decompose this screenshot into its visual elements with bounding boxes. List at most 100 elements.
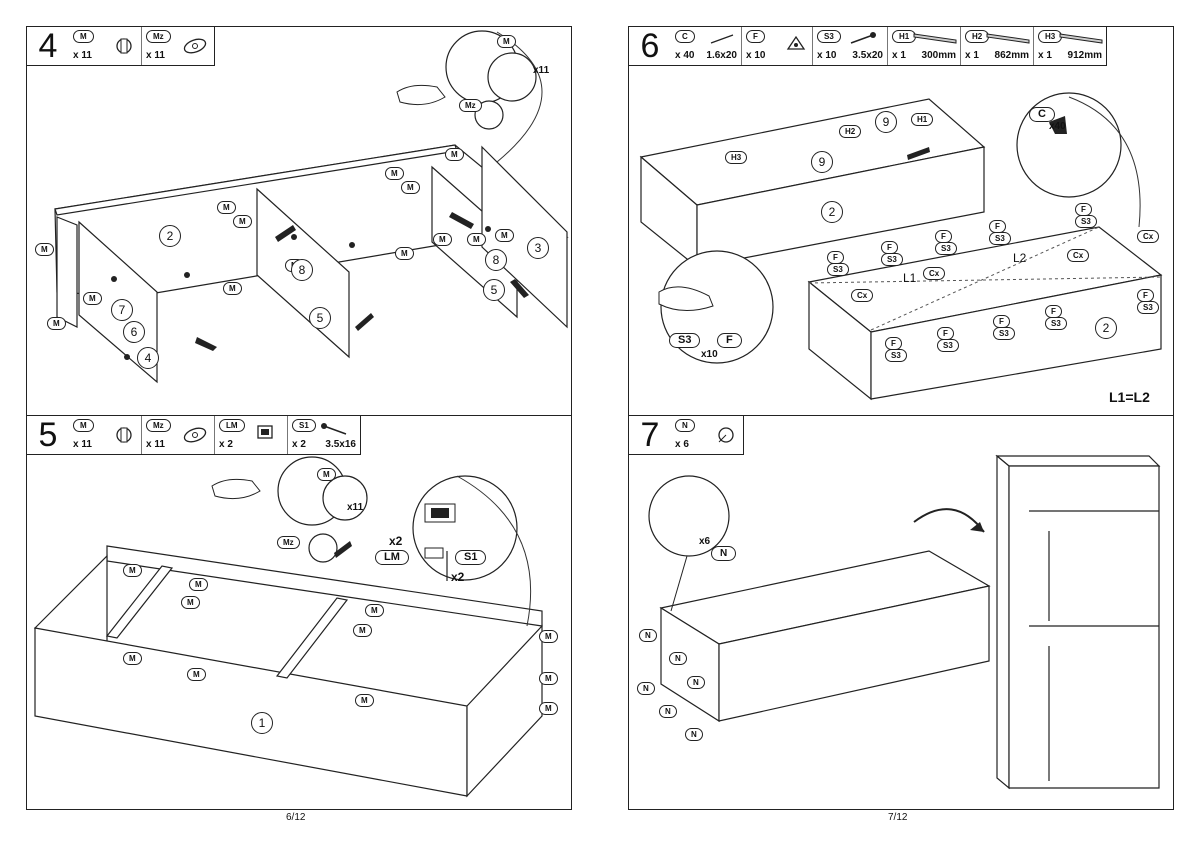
callout-c-label: C: [1029, 107, 1055, 122]
f-label: F: [881, 241, 898, 254]
step-number: 4: [27, 27, 70, 66]
hardware-label: M: [233, 215, 252, 228]
panel-number: 7: [111, 299, 133, 321]
s3-label: S3: [1137, 301, 1159, 314]
s3-label: S3: [989, 232, 1011, 245]
part-mz: Mz x 11: [142, 27, 214, 65]
part-qty: x 11: [146, 50, 165, 61]
rail-icon: [913, 33, 957, 44]
panel-number: 8: [485, 249, 507, 271]
hardware-label: M: [433, 233, 452, 246]
part-qty: x 11: [73, 50, 92, 61]
bracket-icon: [786, 35, 806, 50]
panel-number: 2: [821, 201, 843, 223]
panel-number: 3: [527, 237, 549, 259]
foot-label: N: [685, 728, 703, 741]
hardware-label: M: [365, 604, 384, 617]
part-h2: H2 x 1 862mm: [961, 27, 1034, 65]
part-c: C x 40 1.6x20: [671, 27, 742, 65]
step-7-panel: 7 N x 6: [628, 415, 1174, 810]
part-size: 3.5x16: [325, 439, 356, 450]
callout-n-label: N: [711, 546, 737, 561]
manual-page-left: 4 M x 11 Mz x 11: [26, 26, 572, 823]
l1-label: L1: [903, 271, 917, 285]
hardware-label: M: [385, 167, 404, 180]
part-lm: LM x 2: [215, 416, 288, 454]
part-qty: x 2: [219, 439, 233, 450]
part-code: F: [746, 30, 765, 43]
step-5-panel: 5 M x 11 Mz x 11 LM x 2 S1 x 2 3.5x16: [26, 415, 572, 810]
s3-label: S3: [993, 327, 1015, 340]
panel-number: 5: [309, 307, 331, 329]
part-qty: x 10: [746, 50, 766, 61]
part-size: 300mm: [921, 50, 956, 61]
part-qty: x 1: [1038, 50, 1052, 61]
s3-label: S3: [881, 253, 903, 266]
cx-label: Cx: [1137, 230, 1160, 243]
rail-icon: [986, 33, 1030, 44]
part-qty: x 11: [73, 439, 92, 450]
page-number: 7/12: [888, 812, 908, 823]
hardware-label: M: [217, 201, 236, 214]
part-code: M: [73, 419, 94, 432]
parts-list: M x 11 Mz x 11: [69, 27, 215, 66]
panel-number: 1: [251, 712, 273, 734]
part-qty: x 1: [892, 50, 906, 61]
callout-f-label: F: [717, 333, 742, 348]
panel-number: 9: [875, 111, 897, 133]
step-6-panel: 6 C x 40 1.6x20 F x 10 S3 x 10 3.5x20 H1: [628, 26, 1174, 417]
s3-label: S3: [827, 263, 849, 276]
hardware-label: M: [467, 233, 486, 246]
part-size: 3.5x20: [852, 50, 883, 61]
part-f: F x 10: [742, 27, 813, 65]
panel-number: 9: [811, 151, 833, 173]
callout-s3-label: S3: [669, 333, 701, 348]
hardware-label: M: [187, 668, 206, 681]
panel-number: 2: [159, 225, 181, 247]
parts-list: M x 11 Mz x 11 LM x 2 S1 x 2 3.5x16: [69, 416, 361, 455]
cap-icon: [183, 38, 207, 54]
part-mz: Mz x 11: [142, 416, 215, 454]
callout-m-label: M: [317, 468, 336, 481]
hardware-label: M: [47, 317, 66, 330]
callout-c-count: x40: [1049, 121, 1066, 132]
part-code: S1: [292, 419, 316, 432]
part-code: S3: [817, 30, 841, 43]
s3-label: S3: [937, 339, 959, 352]
parts-list: N x 6: [671, 416, 744, 455]
foot-label: N: [669, 652, 687, 665]
step-4-drawing: [54, 30, 569, 384]
part-m: M x 11: [69, 27, 142, 65]
s3-label: S3: [885, 349, 907, 362]
foot-label: N: [687, 676, 705, 689]
part-code: Mz: [146, 419, 171, 432]
hardware-label: M: [189, 578, 208, 591]
part-code: H1: [892, 30, 917, 43]
part-m: M x 11: [69, 416, 142, 454]
part-qty: x 10: [817, 50, 837, 61]
part-s3: S3 x 10 3.5x20: [813, 27, 888, 65]
part-code: C: [675, 30, 695, 43]
part-qty: x 40: [675, 50, 695, 61]
f-label: F: [993, 315, 1010, 328]
step-number: 6: [629, 27, 672, 66]
s3-label: S3: [1075, 215, 1097, 228]
part-code: LM: [219, 419, 245, 432]
f-label: F: [1137, 289, 1154, 302]
part-h1: H1 x 1 300mm: [888, 27, 961, 65]
screw-icon: [321, 423, 347, 435]
part-n: N x 6: [671, 416, 743, 454]
step-4-panel: 4 M x 11 Mz x 11: [26, 26, 572, 417]
callout-lm-count: x2: [389, 534, 403, 548]
callout-mz-label: Mz: [277, 536, 300, 549]
part-size: 862mm: [994, 50, 1029, 61]
callout-count: x6: [699, 536, 711, 547]
part-qty: x 11: [146, 439, 165, 450]
callout-count: x11: [533, 65, 550, 76]
hardware-label: M: [181, 596, 200, 609]
panel-number: 4: [137, 347, 159, 369]
cap-icon: [183, 427, 207, 443]
part-code: Mz: [146, 30, 171, 43]
rail-label: H2: [839, 125, 862, 138]
hardware-label: M: [539, 672, 558, 685]
